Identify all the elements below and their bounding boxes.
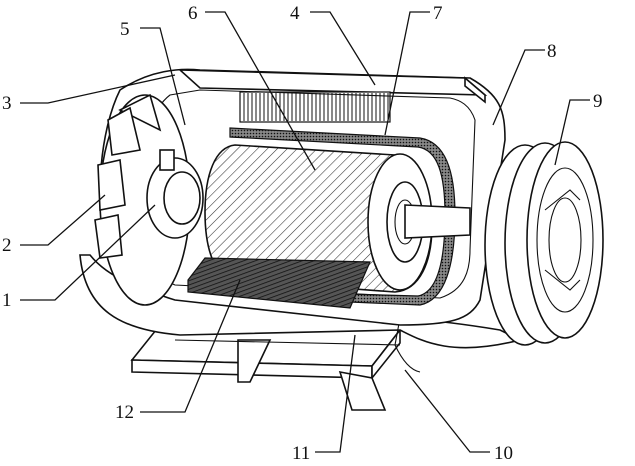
label-3: 3 bbox=[2, 93, 12, 114]
label-2: 2 bbox=[2, 235, 12, 256]
label-11: 11 bbox=[292, 443, 310, 464]
label-9: 9 bbox=[593, 91, 603, 112]
label-5: 5 bbox=[120, 19, 130, 40]
label-6: 6 bbox=[188, 3, 198, 24]
label-8: 8 bbox=[547, 41, 557, 62]
shaft bbox=[405, 205, 470, 238]
label-4: 4 bbox=[290, 3, 300, 24]
heat-sink-fins bbox=[240, 92, 390, 122]
label-1: 1 bbox=[2, 290, 12, 311]
label-12: 12 bbox=[115, 402, 134, 423]
pulley bbox=[485, 142, 603, 345]
label-7: 7 bbox=[433, 3, 443, 24]
label-10: 10 bbox=[494, 443, 513, 464]
mounting-base bbox=[132, 325, 400, 410]
